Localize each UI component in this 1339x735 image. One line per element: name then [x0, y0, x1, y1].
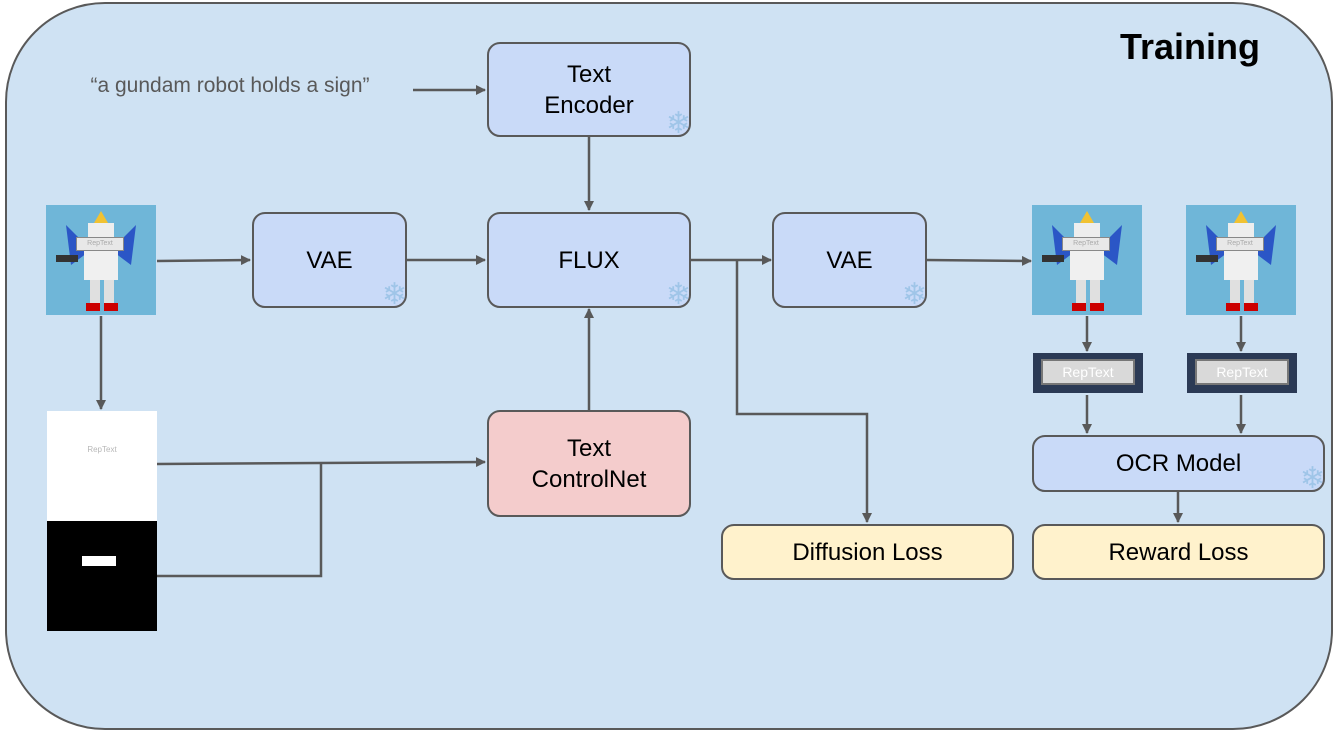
crop-text: RepText: [1195, 359, 1289, 385]
input-image: RepText: [46, 205, 156, 315]
arrow-flux-to-diffusion-loss: [735, 260, 872, 523]
snowflake-icon: ❄: [381, 277, 407, 312]
robot-icon: [1042, 211, 1122, 311]
text-controlnet-box: Text ControlNet: [487, 410, 691, 517]
arrow-image-to-vae: [156, 255, 251, 266]
arrow-glyph-to-controlnet: [156, 457, 486, 468]
diffusion-loss-label: Diffusion Loss: [792, 538, 943, 566]
text-prompt: “a gundam robot holds a sign”: [90, 74, 370, 97]
flux-label: FLUX: [558, 246, 620, 274]
text-encoder-box: Text Encoder ❄: [487, 42, 691, 141]
ground-truth-text-crop: RepText: [1187, 353, 1297, 393]
snowflake-icon: ❄: [665, 106, 691, 141]
position-mask-image: [47, 521, 157, 631]
crop-text: RepText: [1041, 359, 1135, 385]
vae-encoder-box: VAE ❄: [252, 212, 407, 312]
arrow-vae-to-output: [925, 255, 1032, 266]
generated-text-crop: RepText: [1033, 353, 1143, 393]
robot-icon: [56, 211, 136, 311]
ground-truth-image: RepText: [1186, 205, 1296, 315]
mask-region: [82, 556, 116, 566]
text-encoder-label: Text Encoder: [544, 60, 634, 119]
vae-decoder-box: VAE ❄: [772, 212, 927, 312]
snowflake-icon: ❄: [901, 277, 927, 312]
flux-box: FLUX ❄: [487, 212, 691, 312]
sign-label: RepText: [1062, 237, 1110, 251]
vae-decoder-label: VAE: [826, 246, 873, 274]
glyph-text: RepText: [87, 445, 117, 454]
ocr-model-box: OCR Model ❄: [1032, 435, 1325, 496]
diffusion-loss-box: Diffusion Loss: [721, 524, 1014, 580]
arrow-mask-to-controlnet: [157, 464, 323, 578]
text-controlnet-label: Text ControlNet: [531, 434, 647, 493]
sign-label: RepText: [76, 237, 124, 251]
sign-label: RepText: [1216, 237, 1264, 251]
generated-image: RepText: [1032, 205, 1142, 315]
reward-loss-box: Reward Loss: [1032, 524, 1325, 580]
snowflake-icon: ❄: [1299, 461, 1325, 496]
ocr-model-label: OCR Model: [1115, 450, 1242, 477]
robot-icon: [1196, 211, 1276, 311]
diagram-title: Training: [1119, 26, 1260, 67]
vae-encoder-label: VAE: [306, 246, 353, 274]
glyph-image: RepText: [47, 411, 157, 521]
reward-loss-label: Reward Loss: [1108, 538, 1249, 566]
snowflake-icon: ❄: [665, 277, 691, 312]
